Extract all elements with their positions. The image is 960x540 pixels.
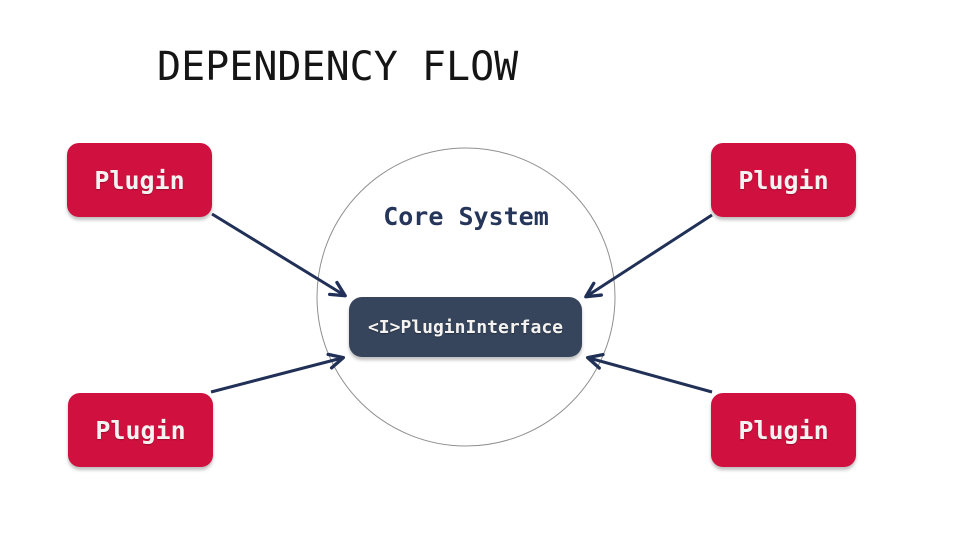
- page-title: DEPENDENCY FLOW: [157, 44, 519, 90]
- plugin-node-bottom-right: Plugin: [711, 393, 856, 467]
- arrow-bottom-left-to-interface: [210, 352, 346, 394]
- arrow-top-left-to-interface: [211, 212, 347, 298]
- plugin-node-bottom-left: Plugin: [68, 393, 213, 467]
- plugin-label: Plugin: [738, 165, 829, 195]
- plugin-label: Plugin: [94, 165, 185, 195]
- core-system-label: Core System: [383, 202, 549, 231]
- plugin-interface-node: <I>PluginInterface: [349, 297, 582, 357]
- arrow-top-right-to-interface: [584, 213, 713, 299]
- plugin-node-top-right: Plugin: [711, 143, 856, 217]
- plugin-label: Plugin: [738, 415, 829, 445]
- plugin-label: Plugin: [95, 415, 186, 445]
- plugin-node-top-left: Plugin: [67, 143, 212, 217]
- arrow-bottom-right-to-interface: [585, 352, 713, 394]
- plugin-interface-label: <I>PluginInterface: [367, 316, 564, 338]
- core-system-circle: [316, 147, 616, 447]
